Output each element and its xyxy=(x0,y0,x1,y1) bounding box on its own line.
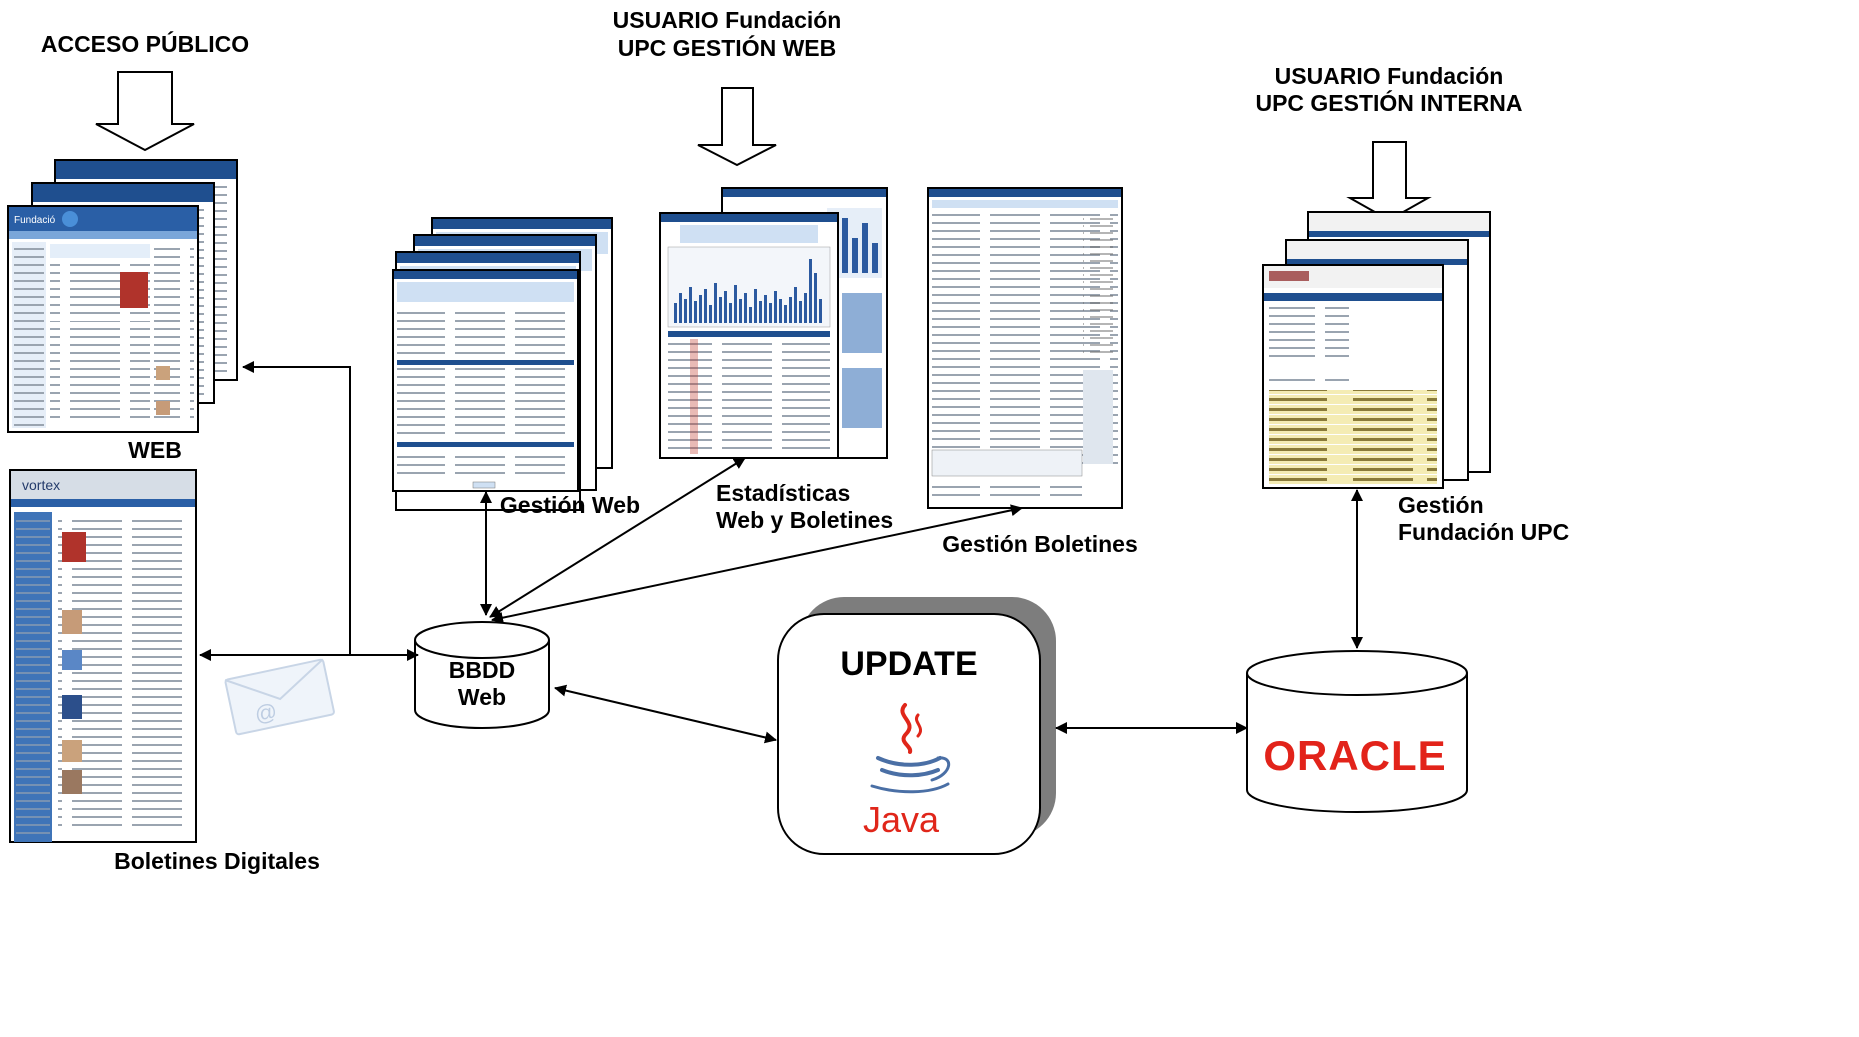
web-screen-front: Fundació xyxy=(7,205,199,433)
update-java-component xyxy=(777,597,1056,855)
fundacio-logo-text: Fundació xyxy=(14,215,56,226)
oracle-logo-text: ORACLE xyxy=(1263,732,1446,779)
vortex-logo-text: vortex xyxy=(22,477,60,493)
boletines-digitales-label: Boletines Digitales xyxy=(114,848,320,874)
down-arrow-usuario-web xyxy=(697,87,777,167)
down-arrow-usuario-interna xyxy=(1346,141,1432,222)
estadisticas-label-line1: Estadísticas xyxy=(716,480,850,506)
down-arrow-acceso xyxy=(95,71,195,152)
bbdd-update-arrow xyxy=(554,684,777,744)
email-envelope-icon: @ xyxy=(224,658,335,736)
web-to-bbdd-arrow xyxy=(242,361,418,656)
acceso-publico-label: ACCESO PÚBLICO xyxy=(41,30,249,57)
gestion-fundacion-label-line1: Gestión xyxy=(1398,492,1484,518)
java-wordmark: Java xyxy=(863,799,940,840)
usuario-web-label-line2: UPC GESTIÓN WEB xyxy=(618,34,837,61)
update-label: UPDATE xyxy=(840,645,977,683)
gestionboletines-bbdd-arrow xyxy=(491,504,1023,624)
bbdd-web-database xyxy=(414,621,550,729)
gestion-boletines-screenshot xyxy=(927,187,1123,509)
gestion-fundacion-label-line2: Fundación UPC xyxy=(1398,519,1569,545)
gestion-web-screenshots xyxy=(392,217,613,511)
gestion-web-front-screen xyxy=(392,269,579,492)
oracle-database xyxy=(1246,650,1468,813)
usuario-interna-label-line2: UPC GESTIÓN INTERNA xyxy=(1255,89,1522,116)
bbdd-label-line1: BBDD xyxy=(449,657,515,683)
gestion-fundacion-front-screen xyxy=(1262,264,1444,489)
web-screenshots-stack: Fundació xyxy=(7,159,238,433)
connectors xyxy=(199,361,1363,744)
bbdd-label-line2: Web xyxy=(458,684,506,710)
web-label: WEB xyxy=(128,437,182,463)
gestion-fundacion-screenshots xyxy=(1262,211,1491,489)
estadisticas-screenshots xyxy=(659,187,888,459)
gestion-boletines-label: Gestión Boletines xyxy=(942,531,1138,557)
svg-text:@: @ xyxy=(252,698,279,727)
usuario-web-label-line1: USUARIO Fundación xyxy=(613,7,842,33)
usuario-interna-label-line1: USUARIO Fundación xyxy=(1275,63,1504,89)
boletines-digitales-screenshot: vortex xyxy=(9,469,197,843)
estadisticas-front-screen xyxy=(659,212,839,459)
estadisticas-label-line2: Web y Boletines xyxy=(716,507,893,533)
gestion-web-label: Gestión Web xyxy=(500,492,640,518)
java-logo-icon xyxy=(870,703,950,794)
